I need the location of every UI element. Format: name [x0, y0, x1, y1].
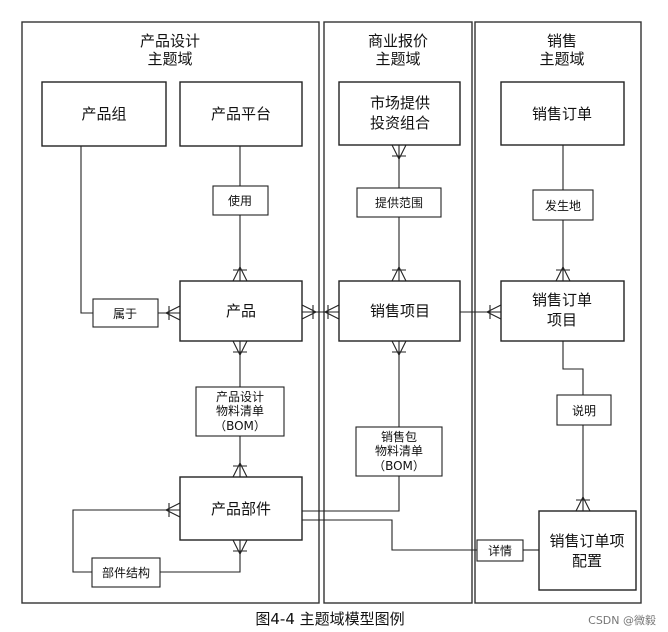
rel-detail: 详情	[476, 539, 524, 562]
crowfoot-marker	[391, 144, 407, 161]
crowfoot-marker	[391, 265, 407, 282]
rel-label-line1: 销售包	[381, 429, 417, 444]
entity-label-line2: 投资组合	[370, 114, 430, 132]
entity-box	[538, 510, 637, 591]
rel-box	[356, 187, 442, 218]
rel-label: 提供范围	[375, 195, 423, 210]
entity-box	[41, 81, 167, 147]
rel-occurs-at: 发生地	[532, 189, 594, 221]
domain-title-line1: 产品设计	[140, 32, 200, 50]
domain-title-line2: 主题域	[539, 50, 584, 68]
line-orderitem-explain	[562, 341, 584, 395]
entity-product-platform[interactable]: 产品平台	[179, 81, 303, 147]
entity-sales-order-item[interactable]: 销售订单 项目	[500, 280, 625, 342]
domain-title-line2: 主题域	[375, 50, 420, 68]
crowfoot-marker	[485, 304, 502, 320]
entity-label: 产品部件	[211, 500, 271, 518]
crowfoot-marker	[232, 340, 248, 357]
rel-part-structure: 部件结构	[91, 557, 161, 588]
crowfoot-marker	[232, 265, 248, 282]
entity-box	[500, 81, 625, 146]
rel-box	[195, 386, 285, 437]
entity-box	[500, 280, 625, 342]
entity-sales-order-item-config[interactable]: 销售订单项 配置	[538, 510, 637, 591]
rel-belongs-to: 属于	[92, 298, 159, 328]
watermark: CSDN @微毅	[588, 613, 656, 627]
rel-label-line3: （BOM）	[214, 419, 266, 433]
rel-box	[532, 189, 594, 221]
entity-box	[338, 81, 461, 146]
domain-title-line2: 主题域	[147, 50, 192, 68]
rel-label: 使用	[228, 193, 252, 208]
entity-label-line1: 市场提供	[370, 94, 430, 112]
entity-label-line1: 销售订单项	[549, 532, 624, 550]
entity-product[interactable]: 产品	[179, 280, 303, 342]
rel-box	[92, 298, 159, 328]
rel-label-line1: 产品设计	[216, 390, 264, 404]
crowfoot-marker	[555, 265, 571, 282]
rel-label: 属于	[113, 307, 137, 321]
entity-label-line2: 项目	[547, 311, 577, 329]
entity-label: 产品	[226, 302, 256, 320]
entity-box	[179, 476, 303, 541]
domain-title-line1: 销售	[547, 32, 577, 50]
line-part-structure-a	[72, 509, 180, 573]
connectors	[72, 145, 584, 573]
entity-product-part[interactable]: 产品部件	[179, 476, 303, 541]
rel-label-line3: （BOM）	[373, 459, 425, 473]
rel-label: 说明	[572, 403, 596, 418]
crowfoot-marker	[232, 461, 248, 478]
entity-box	[179, 81, 303, 147]
rel-box	[91, 557, 161, 588]
crowfoot-marker	[323, 304, 340, 320]
entity-box	[179, 280, 303, 342]
domain-title-line1: 商业报价	[368, 32, 428, 50]
entity-box	[338, 280, 461, 342]
rel-use: 使用	[212, 185, 269, 216]
rel-explain: 说明	[556, 394, 612, 426]
entity-label-line2: 配置	[572, 552, 602, 570]
entity-product-group[interactable]: 产品组	[41, 81, 167, 147]
entity-sales-item[interactable]: 销售项目	[338, 280, 461, 342]
figure-caption: 图4-4 主题域模型图例	[255, 610, 404, 628]
rel-label-line2: 物料清单	[216, 404, 264, 418]
crowfoot-marker	[301, 304, 318, 320]
line-group-belongs	[80, 146, 93, 314]
crowfoot-marker	[164, 305, 181, 321]
crowfoot-marker	[391, 340, 407, 357]
line-part-structure-b	[160, 540, 241, 573]
line-salesbom-part	[302, 476, 400, 512]
rel-label: 部件结构	[102, 565, 150, 580]
rel-offer-scope: 提供范围	[356, 187, 442, 218]
rel-label-line2: 物料清单	[375, 444, 423, 458]
rel-sales-bom: 销售包 物料清单 （BOM）	[355, 426, 443, 477]
entity-market-portfolio[interactable]: 市场提供 投资组合	[338, 81, 461, 146]
rel-label: 详情	[488, 543, 512, 558]
rel-label: 发生地	[545, 198, 581, 213]
rel-box	[212, 185, 269, 216]
crows-feet	[164, 144, 591, 556]
rel-design-bom: 产品设计 物料清单 （BOM）	[195, 386, 285, 437]
entity-label: 产品平台	[211, 105, 271, 123]
crowfoot-marker	[232, 539, 248, 556]
rel-box	[556, 394, 612, 426]
entity-label: 销售订单	[532, 105, 592, 123]
crowfoot-marker	[164, 502, 181, 518]
rel-box	[476, 539, 524, 562]
entity-sales-order[interactable]: 销售订单	[500, 81, 625, 146]
entity-label: 销售项目	[370, 302, 430, 320]
rel-box	[355, 426, 443, 477]
crowfoot-marker	[575, 495, 591, 512]
line-part-detail	[302, 519, 477, 551]
entity-label: 产品组	[81, 105, 126, 123]
entity-label-line1: 销售订单	[532, 291, 592, 309]
